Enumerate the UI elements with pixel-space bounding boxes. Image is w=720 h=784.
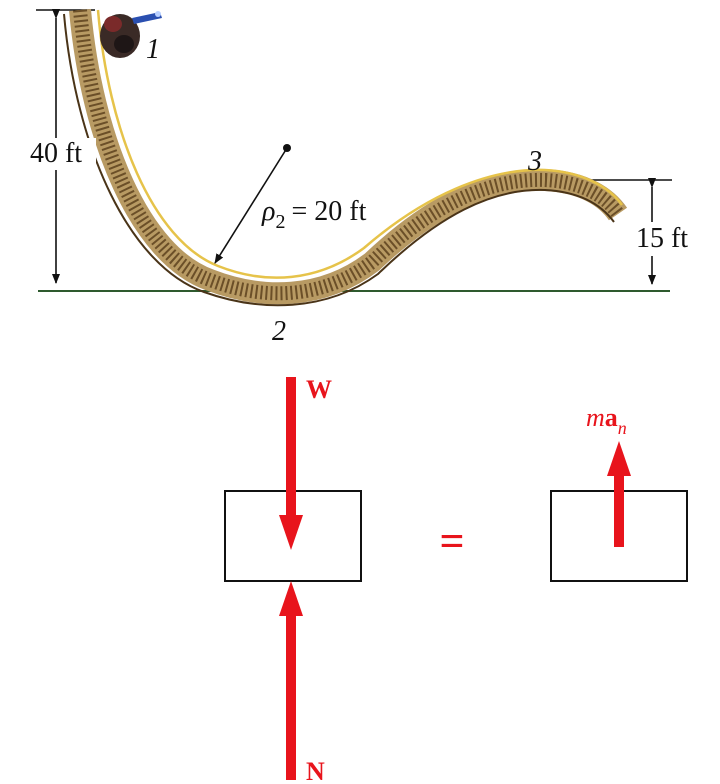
point-3-label: 3 xyxy=(527,146,542,177)
radius-label: ρ2= 20 ft xyxy=(261,196,367,233)
kinetic-diagram: man xyxy=(550,403,688,582)
coaster-car-icon xyxy=(100,11,162,58)
normal-force-label: N xyxy=(306,757,325,784)
height-40-label: 40 ft xyxy=(30,138,82,169)
normal-force-arrow xyxy=(279,581,303,780)
normal-acceleration-arrow xyxy=(607,441,631,547)
equals-sign: = xyxy=(439,517,464,566)
weight-arrow xyxy=(279,377,303,550)
track-figure: 40 ft 15 ft ρ2= 20 ft 1 2 3 xyxy=(18,8,700,347)
track-top-edge xyxy=(96,9,624,279)
ma-n-label: man xyxy=(586,403,627,438)
height-15-label: 15 ft xyxy=(636,223,688,254)
track-curve xyxy=(69,8,628,305)
point-1-label: 1 xyxy=(146,34,160,65)
track-bottom-edge xyxy=(63,13,615,307)
weight-label: W xyxy=(306,375,332,404)
radius-arrow xyxy=(214,147,288,264)
free-body-diagram: W N xyxy=(224,375,362,784)
point-2-label: 2 xyxy=(272,316,286,347)
